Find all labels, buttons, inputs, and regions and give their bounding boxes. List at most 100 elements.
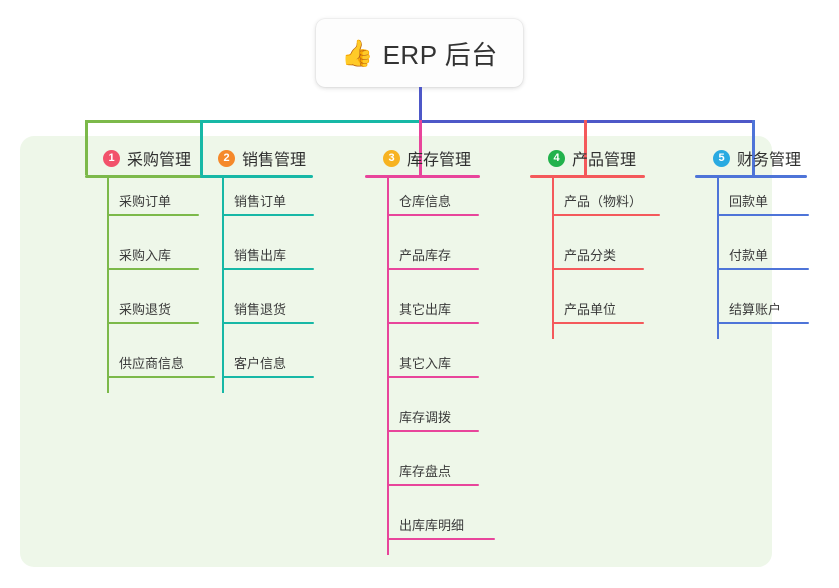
bus-segment-2 — [200, 120, 421, 123]
branch-drop-connector-4 — [584, 120, 587, 175]
branch-item-label: 采购订单 — [119, 194, 172, 209]
branch-number-badge: 4 — [548, 149, 565, 167]
branch-spine — [107, 175, 109, 393]
branch-item-label: 库存盘点 — [399, 464, 452, 479]
branch-item-underline — [387, 268, 479, 270]
root-stem-connector — [419, 87, 422, 123]
branch-item-label: 回款单 — [729, 194, 769, 209]
branch-item-underline — [717, 322, 809, 324]
branch-item-label: 供应商信息 — [119, 356, 185, 371]
branch-header-underline — [695, 175, 807, 178]
branch-item-label: 库存调拨 — [399, 410, 452, 425]
root-node[interactable]: 👍 ERP 后台 — [316, 19, 523, 87]
branch-item-label: 其它出库 — [399, 302, 452, 317]
branch-item-underline — [552, 268, 644, 270]
branch-spine — [717, 175, 719, 339]
branch-item[interactable]: 回款单 — [717, 191, 809, 216]
branch-header-产品管理[interactable]: 4 产品管理 — [530, 146, 700, 170]
branch-item-label: 付款单 — [729, 248, 769, 263]
branch-item-label: 采购入库 — [119, 248, 172, 263]
branch-item[interactable]: 产品（物料） — [552, 191, 660, 216]
branch-item-underline — [387, 376, 479, 378]
branch-number-badge: 5 — [713, 149, 730, 167]
branch-item-underline — [107, 268, 199, 270]
branch-item-label: 产品（物料） — [564, 194, 643, 209]
branch-item[interactable]: 客户信息 — [222, 353, 314, 378]
branch-title-label: 库存管理 — [407, 152, 472, 169]
branch-item-underline — [717, 268, 809, 270]
branch-spine — [222, 175, 224, 393]
branch-item-label: 结算账户 — [729, 302, 782, 317]
bus-segment-3 — [419, 120, 755, 123]
branch-drop-connector-1 — [85, 120, 88, 175]
root-node-label: ERP 后台 — [382, 39, 498, 70]
branch-header-underline — [530, 175, 645, 178]
branch-header-underline — [365, 175, 480, 178]
branch-item[interactable]: 其它入库 — [387, 353, 479, 378]
branch-number-badge: 2 — [218, 149, 235, 167]
branch-item-label: 客户信息 — [234, 356, 287, 371]
branch-item-underline — [387, 430, 479, 432]
diagram-background-panel — [20, 136, 772, 567]
branch-item-label: 产品分类 — [564, 248, 617, 263]
branch-spine — [552, 175, 554, 339]
branch-spine — [387, 175, 389, 555]
branch-column-5: 5 财务管理回款单付款单结算账户 — [695, 146, 839, 339]
branch-item[interactable]: 销售退货 — [222, 299, 314, 324]
branch-header-采购管理[interactable]: 1 采购管理 — [85, 146, 255, 170]
branch-item-label: 其它入库 — [399, 356, 452, 371]
branch-title-label: 产品管理 — [572, 152, 637, 169]
branch-item[interactable]: 销售出库 — [222, 245, 314, 270]
branch-item-underline — [222, 376, 314, 378]
branch-item-underline — [107, 322, 199, 324]
branch-item-underline — [552, 322, 644, 324]
branch-item[interactable]: 采购入库 — [107, 245, 199, 270]
branch-drop-connector-3 — [419, 120, 422, 175]
branch-item-underline — [387, 214, 479, 216]
branch-number-badge: 3 — [383, 149, 400, 167]
branch-item-underline — [222, 268, 314, 270]
branch-column-4: 4 产品管理产品（物料） 产品分类产品单位 — [530, 146, 700, 339]
branch-item[interactable]: 付款单 — [717, 245, 809, 270]
branch-title-label: 采购管理 — [127, 152, 192, 169]
branch-item-label: 产品库存 — [399, 248, 452, 263]
branch-column-3: 3 库存管理仓库信息产品库存其它出库其它入库库存调拨库存盘点出库库明细 — [365, 146, 535, 555]
branch-item[interactable]: 产品分类 — [552, 245, 644, 270]
branch-item-underline — [387, 484, 479, 486]
branch-item-label: 仓库信息 — [399, 194, 452, 209]
branch-item[interactable]: 结算账户 — [717, 299, 809, 324]
branch-drop-connector-5 — [752, 120, 755, 175]
branch-item-underline — [717, 214, 809, 216]
branch-title-label: 销售管理 — [242, 152, 307, 169]
branch-item[interactable]: 采购订单 — [107, 191, 199, 216]
branch-column-1: 1 采购管理采购订单采购入库采购退货供应商信息 — [85, 146, 255, 393]
branch-item-label: 采购退货 — [119, 302, 172, 317]
branch-column-2: 2 销售管理销售订单销售出库销售退货客户信息 — [200, 146, 365, 393]
branch-item[interactable]: 库存盘点 — [387, 461, 479, 486]
branch-item[interactable]: 供应商信息 — [107, 353, 215, 378]
branch-item-label: 销售退货 — [234, 302, 287, 317]
branch-header-财务管理[interactable]: 5 财务管理 — [695, 146, 839, 170]
branch-item-underline — [107, 376, 215, 378]
branch-item[interactable]: 采购退货 — [107, 299, 199, 324]
branch-item[interactable]: 产品库存 — [387, 245, 479, 270]
branch-header-underline — [85, 175, 205, 178]
thumbs-up-icon: 👍 — [341, 38, 374, 68]
branch-header-销售管理[interactable]: 2 销售管理 — [200, 146, 365, 170]
branch-item-underline — [222, 214, 314, 216]
branch-item[interactable]: 出库库明细 — [387, 515, 495, 540]
branch-item-underline — [222, 322, 314, 324]
branch-header-库存管理[interactable]: 3 库存管理 — [365, 146, 535, 170]
branch-item[interactable]: 库存调拨 — [387, 407, 479, 432]
branch-title-label: 财务管理 — [737, 152, 802, 169]
branch-item[interactable]: 销售订单 — [222, 191, 314, 216]
branch-item[interactable]: 仓库信息 — [387, 191, 479, 216]
branch-item[interactable]: 产品单位 — [552, 299, 644, 324]
branch-number-badge: 1 — [103, 149, 120, 167]
branch-item-underline — [552, 214, 660, 216]
branch-item-label: 销售订单 — [234, 194, 287, 209]
branch-item[interactable]: 其它出库 — [387, 299, 479, 324]
branch-item-label: 出库库明细 — [399, 518, 465, 533]
branch-header-underline — [200, 175, 313, 178]
